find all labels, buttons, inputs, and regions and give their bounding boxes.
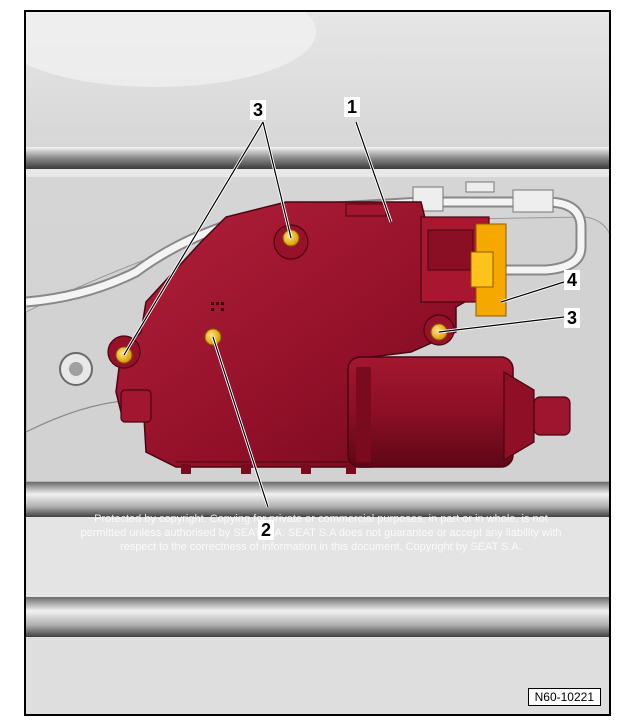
watermark-line-1: Protected by copyright. Copying for priv… — [94, 513, 548, 525]
drive-motor-cylinder — [347, 356, 571, 468]
sunroof-motor-illustration — [26, 12, 609, 714]
sunroof-motor — [107, 201, 492, 474]
upper-rail — [26, 147, 609, 169]
figure-id-label: N60-10221 — [527, 688, 601, 706]
callout-1: 1 — [344, 97, 361, 117]
watermark-line-2: permitted unless authorised by SEAT S.A.… — [80, 527, 562, 539]
callout-2: 2 — [258, 520, 275, 540]
leader-lines — [123, 121, 565, 508]
callout-3-top: 3 — [250, 100, 267, 120]
electrical-connector — [470, 223, 507, 317]
watermark-line-3: respect to the correctness of informatio… — [120, 541, 522, 553]
lower-rail — [26, 482, 609, 517]
copyright-watermark: Protected by copyright. Copying for priv… — [66, 512, 576, 554]
callout-4: 4 — [564, 270, 581, 290]
diagram-frame: Protected by copyright. Copying for priv… — [24, 10, 611, 716]
callout-3-right: 3 — [564, 308, 581, 328]
